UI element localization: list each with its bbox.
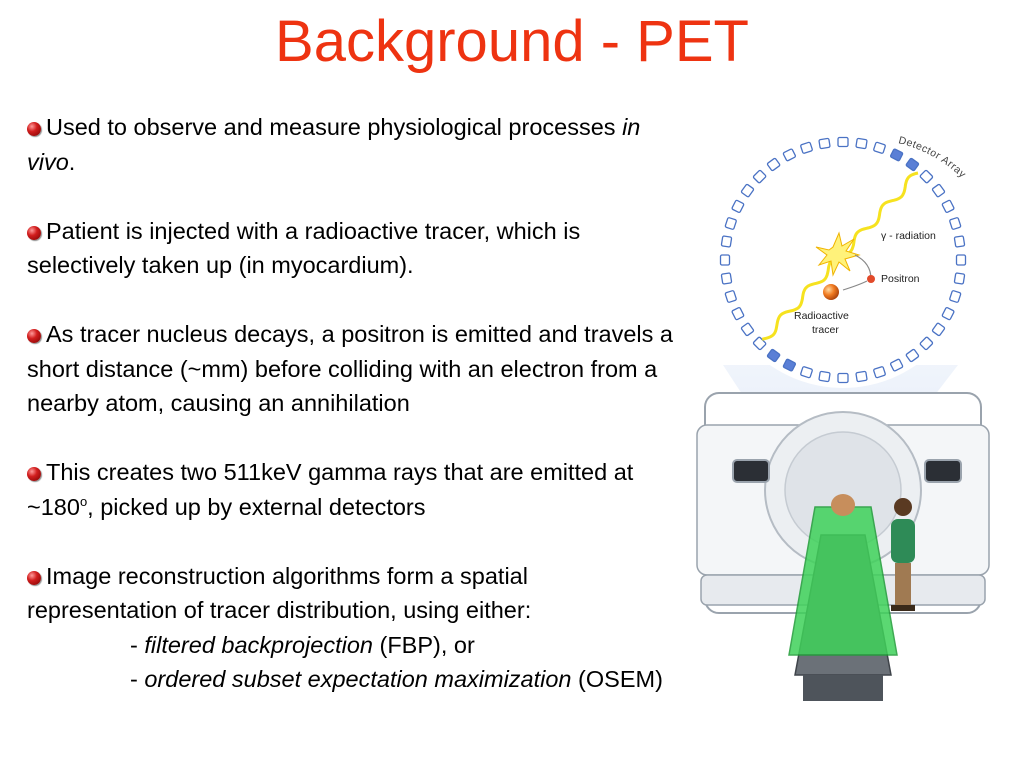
gamma-label: γ - radiation [881,230,936,242]
bullet-icon [27,122,41,136]
detector-element [889,358,904,372]
bullet-text: Used to observe and measure physiologica… [46,114,623,140]
positron-label: Positron [881,273,920,285]
detector-element [931,322,946,337]
method-abbrev: (FBP), or [372,631,475,658]
detector-element [873,141,886,154]
bullet-text: Patient is injected with a radioactive t… [27,217,581,279]
detector-element [740,183,755,198]
tracer-label-line1: Radioactive [794,310,849,322]
detector-element [724,290,737,303]
method-dash: - [130,631,145,658]
detector-element [818,137,831,150]
tracer-arrow [842,280,868,291]
bullet-icon [27,329,41,343]
detector-element [855,370,868,383]
detector-element [740,322,755,337]
bullet-item: Used to observe and measure physiologica… [27,110,677,179]
detector-element-active [782,358,797,372]
bullet-item: Patient is injected with a radioactive t… [27,214,677,283]
method-abbrev: (OSEM) [571,666,663,692]
detector-element [731,199,745,214]
patient-bed [788,494,898,701]
detector-element-active [905,157,920,172]
detector-element [931,183,946,198]
detector-element [752,169,767,184]
detector-element [724,217,737,230]
method-name: ordered subset expectation maximization [144,666,572,692]
detector-element [953,272,966,285]
bullet-text: This creates two 511keV gamma rays that … [27,459,634,520]
detector-element [837,136,849,148]
annihilation-flash [815,231,861,277]
detector-element [905,348,920,363]
detector-element [720,272,733,285]
method-fbp: - filtered backprojection (FBP), or [27,628,677,663]
detector-element [837,372,849,384]
detector-element [818,370,831,383]
detector-element [720,235,733,248]
slide-title: Background - PET [275,9,749,74]
detector-element-active [766,348,781,363]
bullet-item: This creates two 511keV gamma rays that … [27,455,677,524]
detector-element [953,235,966,248]
detector-element [949,217,962,230]
tracer-label-line2: tracer [812,324,839,336]
radioactive-tracer-ball [823,284,839,300]
bullet-text-end: , picked up by external detectors [87,493,426,520]
detector-element [766,157,781,172]
positron-dot [867,275,875,283]
bullet-icon [27,467,41,481]
detector-element [873,366,886,379]
bullet-text: As tracer nucleus decays, a positron is … [27,321,673,416]
scanner-gantry [696,392,990,614]
bullet-text-end: . [68,148,76,175]
technician-figure [891,498,915,611]
detector-element [955,254,967,266]
detector-element [949,290,962,303]
detector-element [919,336,934,351]
detector-element [719,254,731,266]
bullet-italic-text: in vivo [27,114,641,175]
bullet-list: Used to observe and measure physiologica… [27,110,677,697]
pet-scanner-illustration: Detector Array γ - radiation Positron Ra… [696,135,990,701]
bullet-item: As tracer nucleus decays, a positron is … [27,317,677,421]
detector-element [800,141,813,154]
detector-element [800,366,813,379]
detector-element [731,306,745,321]
bullet-item: Image reconstruction algorithms form a s… [27,559,677,697]
degree-superscript: o [79,493,88,509]
method-name: filtered backprojection [144,631,373,658]
method-dash: - [130,666,145,692]
detector-element [782,148,797,162]
method-osem: - ordered subset expectation maximizatio… [27,662,677,697]
detector-element-active [889,148,904,162]
detector-element [941,306,955,321]
bullet-icon [27,570,41,585]
detector-element [855,137,868,150]
detector-element [941,199,955,214]
bullet-text: Image reconstruction algorithms form a s… [27,562,532,624]
detector-element [919,169,934,184]
bullet-icon [27,225,41,240]
